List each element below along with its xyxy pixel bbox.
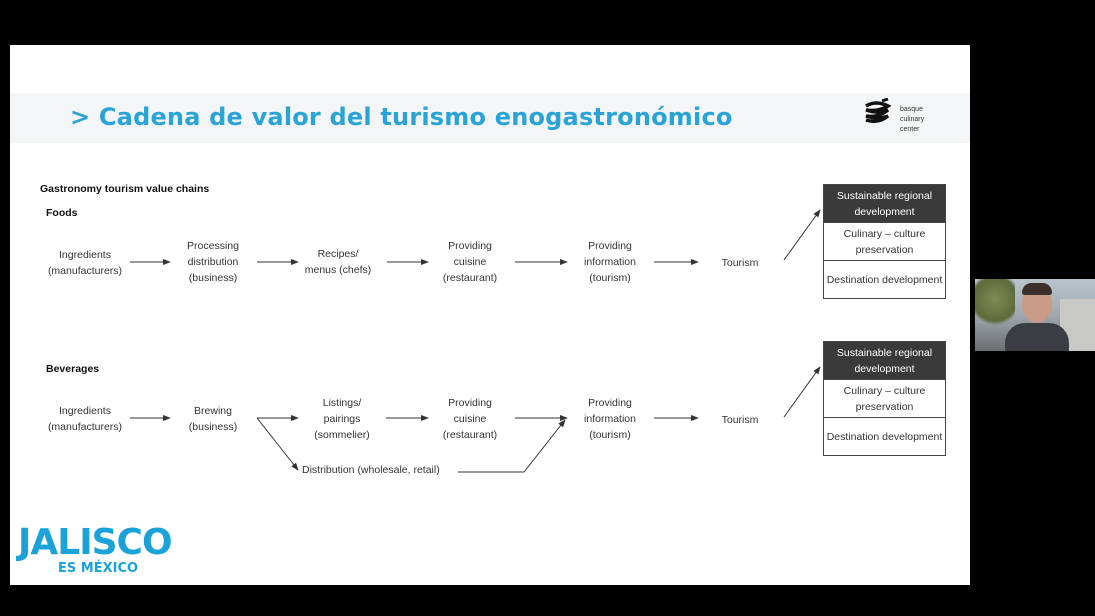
- outcome-sustainable: Sustainable regional development: [824, 342, 945, 379]
- outcome-culinary: Culinary – culture preservation: [824, 379, 945, 417]
- presenter-webcam: [975, 279, 1095, 351]
- logo-text: basque culinary center: [900, 106, 925, 133]
- foods-step-information: Providing information (tourism): [584, 240, 636, 284]
- foods-step-ingredients: Ingredients (manufacturers): [47, 249, 123, 277]
- jalisco-subtitle: ES MÉXICO: [58, 561, 139, 576]
- beverages-label: Beverages: [46, 363, 100, 375]
- bev-distribution: Distribution (wholesale, retail): [302, 464, 440, 476]
- basque-culinary-center-logo: [865, 98, 892, 124]
- foods-outcomes-box: Sustainable regional development Culinar…: [823, 184, 946, 299]
- bev-step-cuisine: Providing cuisine (restaurant): [442, 397, 498, 441]
- outcome-sustainable: Sustainable regional development: [824, 185, 945, 222]
- foods-label: Foods: [46, 207, 78, 219]
- beverages-outcomes-box: Sustainable regional development Culinar…: [823, 341, 946, 456]
- outcome-destination: Destination development: [824, 260, 945, 298]
- bev-step-ingredients: Ingredients (manufacturers): [47, 405, 123, 433]
- foods-step-processing: Processing distribution (business): [187, 240, 239, 284]
- title-band: [10, 93, 970, 143]
- foods-step-recipes: Recipes/ menus (chefs): [304, 248, 372, 276]
- foods-step-cuisine: Providing cuisine (restaurant): [442, 240, 498, 284]
- slide-title: > Cadena de valor del turismo enogastron…: [70, 103, 733, 131]
- bev-step-brewing: Brewing (business): [188, 405, 238, 433]
- flow-arrows: [130, 209, 821, 473]
- bev-step-listings: Listings/ pairings (sommelier): [314, 397, 370, 441]
- bev-step-information: Providing information (tourism): [584, 397, 636, 441]
- presentation-slide: > Cadena de valor del turismo enogastron…: [10, 45, 970, 585]
- jalisco-wordmark: JALISCO: [18, 522, 173, 563]
- outcome-destination: Destination development: [824, 417, 945, 455]
- outcome-culinary: Culinary – culture preservation: [824, 222, 945, 260]
- jalisco-logo: JALISCO ES MÉXICO: [18, 525, 178, 577]
- foods-step-tourism: Tourism: [721, 257, 759, 269]
- diagram-heading: Gastronomy tourism value chains: [40, 183, 210, 195]
- bev-step-tourism: Tourism: [721, 414, 759, 426]
